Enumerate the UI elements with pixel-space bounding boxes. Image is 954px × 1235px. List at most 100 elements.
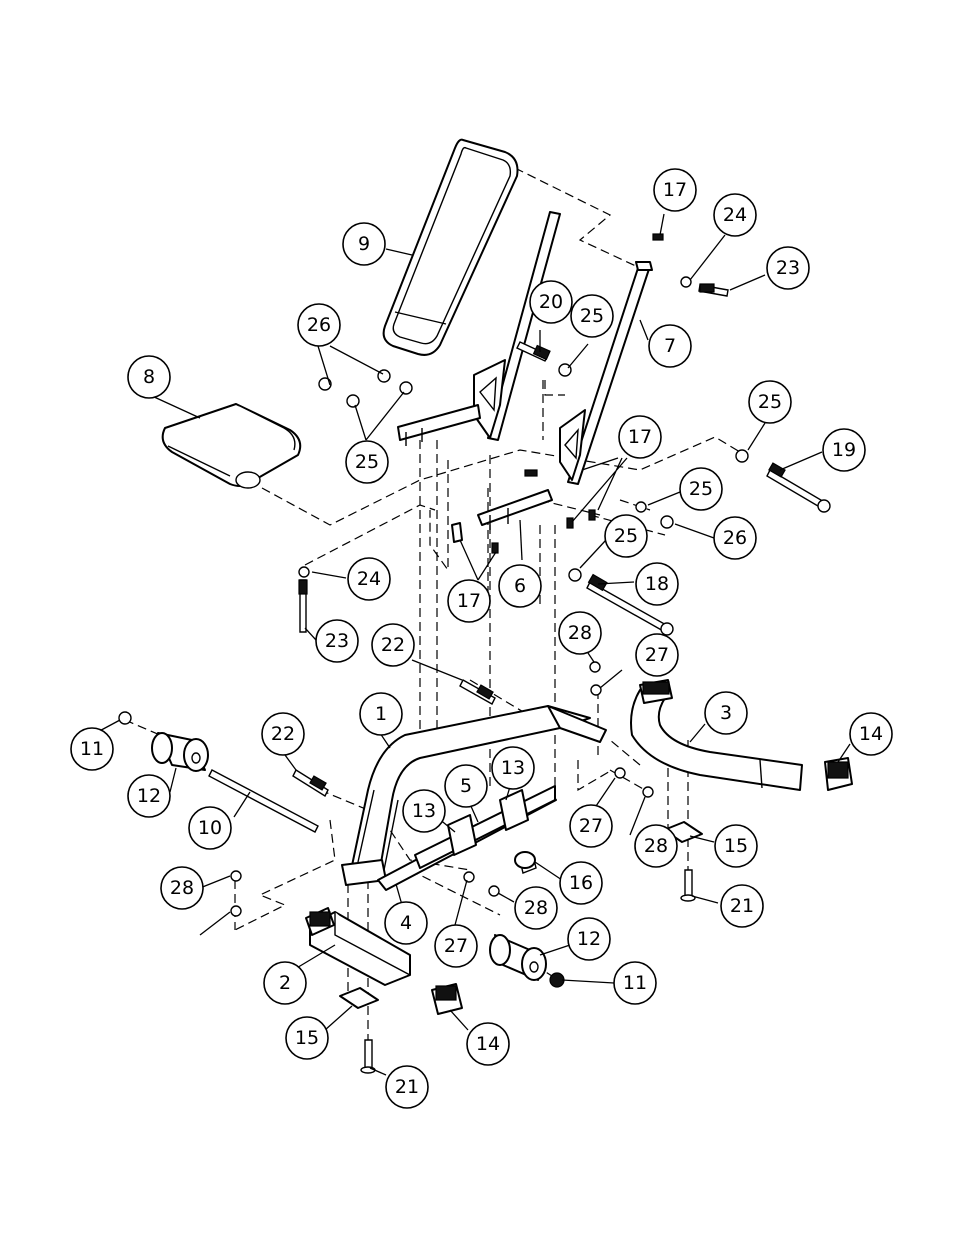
callout-number: 23 — [776, 257, 800, 279]
callout-24: 24 — [714, 194, 756, 236]
callout-28: 28 — [161, 867, 203, 909]
callout-27: 27 — [570, 805, 612, 847]
callout-13: 13 — [492, 747, 534, 789]
callout-number: 28 — [170, 877, 194, 899]
callout-number: 27 — [444, 935, 468, 957]
callout-number: 24 — [723, 204, 747, 226]
callout-25: 25 — [571, 295, 613, 337]
callout-2: 2 — [264, 962, 306, 1004]
callout-number: 2 — [279, 972, 291, 994]
callout-number: 13 — [501, 757, 525, 779]
callout-20: 20 — [530, 281, 572, 323]
callout-number: 17 — [628, 426, 652, 448]
seat-pad — [163, 404, 301, 488]
callout-number: 14 — [859, 723, 883, 745]
callout-25: 25 — [680, 468, 722, 510]
callout-number: 15 — [724, 835, 748, 857]
callout-number: 28 — [644, 835, 668, 857]
callout-number: 3 — [720, 702, 732, 724]
callout-9: 9 — [343, 223, 385, 265]
callout-19: 19 — [823, 429, 865, 471]
callout-number: 7 — [664, 335, 676, 357]
callout-22: 22 — [262, 713, 304, 755]
callout-number: 26 — [307, 314, 331, 336]
callout-11: 11 — [71, 728, 113, 770]
callout-28: 28 — [559, 612, 601, 654]
callout-number: 20 — [539, 291, 563, 313]
callout-number: 28 — [524, 897, 548, 919]
callout-number: 17 — [457, 590, 481, 612]
callout-number: 1 — [375, 703, 387, 725]
backrest-pad — [384, 140, 518, 355]
callout-1: 1 — [360, 693, 402, 735]
callout-number: 25 — [689, 478, 713, 500]
callout-number: 21 — [395, 1076, 419, 1098]
callout-26: 26 — [714, 517, 756, 559]
callout-number: 25 — [614, 525, 638, 547]
callout-number: 11 — [623, 972, 647, 994]
callout-number: 11 — [80, 738, 104, 760]
callout-25: 25 — [749, 381, 791, 423]
callout-bubbles: 1234567891011111212131314141515161717171… — [71, 169, 892, 1108]
callout-21: 21 — [386, 1066, 428, 1108]
callout-number: 25 — [355, 451, 379, 473]
callout-number: 15 — [295, 1027, 319, 1049]
callout-27: 27 — [435, 925, 477, 967]
callout-28: 28 — [515, 887, 557, 929]
callout-number: 25 — [758, 391, 782, 413]
callout-28: 28 — [635, 825, 677, 867]
callout-10: 10 — [189, 807, 231, 849]
callout-6: 6 — [499, 565, 541, 607]
callout-21: 21 — [721, 885, 763, 927]
callout-number: 26 — [723, 527, 747, 549]
callout-number: 9 — [358, 233, 370, 255]
callout-25: 25 — [346, 441, 388, 483]
callout-number: 25 — [580, 305, 604, 327]
callout-23: 23 — [316, 620, 358, 662]
callout-12: 12 — [568, 918, 610, 960]
callout-number: 28 — [568, 622, 592, 644]
callout-17: 17 — [448, 580, 490, 622]
callout-number: 4 — [400, 912, 412, 934]
callout-17: 17 — [654, 169, 696, 211]
callout-number: 22 — [381, 634, 405, 656]
callout-23: 23 — [767, 247, 809, 289]
callout-number: 21 — [730, 895, 754, 917]
callout-7: 7 — [649, 325, 691, 367]
callout-8: 8 — [128, 356, 170, 398]
callout-number: 23 — [325, 630, 349, 652]
callout-26: 26 — [298, 304, 340, 346]
callout-number: 27 — [645, 644, 669, 666]
callout-18: 18 — [636, 563, 678, 605]
callout-15: 15 — [286, 1017, 328, 1059]
callout-25: 25 — [605, 515, 647, 557]
callout-5: 5 — [445, 765, 487, 807]
callout-11: 11 — [614, 962, 656, 1004]
callout-17: 17 — [619, 416, 661, 458]
callout-number: 10 — [198, 817, 222, 839]
callout-12: 12 — [128, 775, 170, 817]
callout-16: 16 — [560, 862, 602, 904]
callout-number: 6 — [514, 575, 526, 597]
callout-number: 24 — [357, 568, 381, 590]
callout-number: 27 — [579, 815, 603, 837]
callout-number: 17 — [663, 179, 687, 201]
callout-27: 27 — [636, 634, 678, 676]
callout-number: 8 — [143, 366, 155, 388]
callout-14: 14 — [467, 1023, 509, 1065]
callout-number: 22 — [271, 723, 295, 745]
callout-14: 14 — [850, 713, 892, 755]
callout-number: 13 — [412, 800, 436, 822]
callout-number: 12 — [137, 785, 161, 807]
callout-15: 15 — [715, 825, 757, 867]
callout-number: 14 — [476, 1033, 500, 1055]
callout-24: 24 — [348, 558, 390, 600]
callout-22: 22 — [372, 624, 414, 666]
callout-number: 19 — [832, 439, 856, 461]
callout-4: 4 — [385, 902, 427, 944]
callout-number: 18 — [645, 573, 669, 595]
callout-number: 5 — [460, 775, 472, 797]
callout-13: 13 — [403, 790, 445, 832]
callout-number: 16 — [569, 872, 593, 894]
